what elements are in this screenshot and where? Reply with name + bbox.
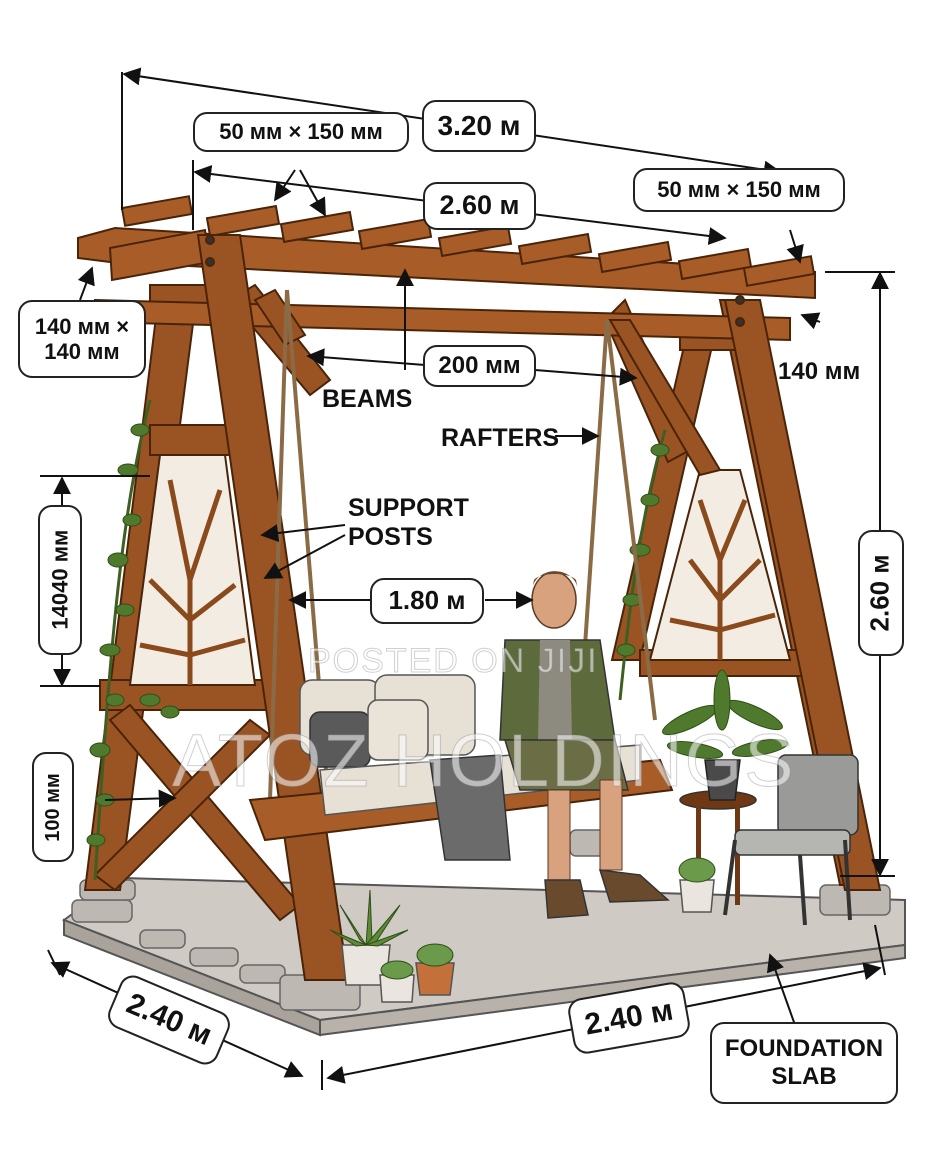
panel-height-label-text: 14040 мм [47, 530, 73, 630]
rafter-depth-label: 140 мм [778, 358, 861, 385]
beam-section-right-label: 50 мм × 150 мм [633, 168, 845, 212]
post-section-label: 140 мм × 140 мм [18, 300, 146, 378]
bolt-spacing-label: 100 мм [32, 752, 74, 862]
bolt-spacing-label-text: 100 мм [41, 772, 64, 842]
foundation-slab-label: FOUNDATION SLAB [710, 1022, 898, 1104]
watermark-line-1: POSTED ON JIJI [308, 642, 599, 681]
height-label-text: 2.60 м [865, 554, 896, 632]
swing-clearance-label: 1.80 м [370, 578, 484, 624]
left-lattice-panel [128, 454, 257, 686]
panel-height-label: 14040 мм [38, 505, 82, 655]
inner-span-label: 2.60 м [423, 182, 536, 230]
swing-bench [248, 674, 674, 861]
patio-furniture [662, 669, 859, 926]
brace-gap-label: 200 мм [423, 345, 536, 387]
beams-label: BEAMS [322, 385, 413, 413]
watermark-line-2: ATOZ HOLDINGS [172, 719, 796, 803]
height-label: 2.60 м [858, 530, 904, 656]
right-lattice-panel [648, 469, 792, 661]
seated-man [499, 571, 670, 919]
rafters-label: RAFTERS [441, 424, 560, 452]
support-posts-label: SUPPORT POSTS [348, 494, 469, 551]
beam-section-left-label: 50 мм × 150 мм [193, 112, 409, 152]
climbing-vines [86, 399, 670, 881]
overall-width-label: 3.20 м [422, 100, 536, 152]
